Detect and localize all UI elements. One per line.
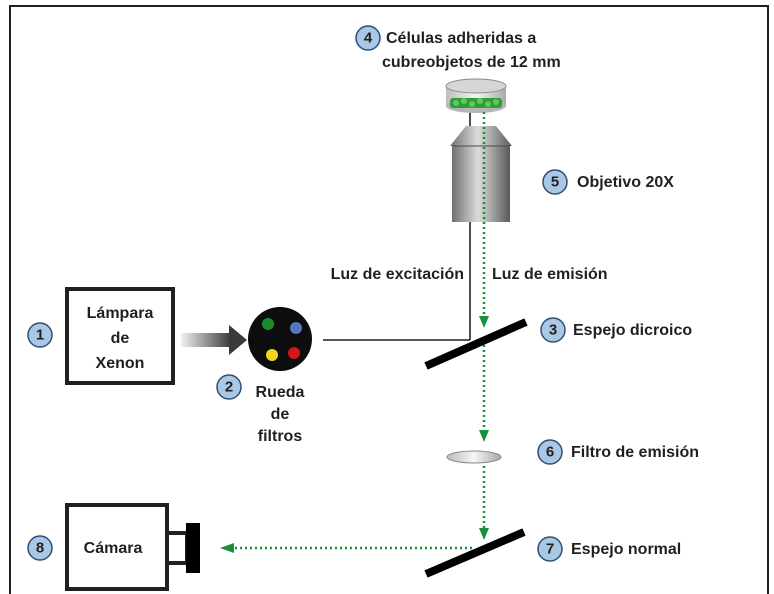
excitation-light-label: Luz de excitación <box>331 266 464 283</box>
dichroic-mirror-label: Espejo dicroico <box>573 322 692 339</box>
filter-dot-yellow <box>266 349 278 361</box>
normal-mirror: Espejo normal <box>424 528 681 578</box>
svg-text:4: 4 <box>364 30 373 47</box>
filter-wheel-label-line-2: de <box>271 406 290 423</box>
svg-text:5: 5 <box>551 174 559 191</box>
badge-7: 7 <box>537 536 563 562</box>
svg-text:3: 3 <box>549 322 557 339</box>
dichroic-mirror: Espejo dicroico <box>424 318 692 370</box>
lamp-output-arrow <box>181 325 247 355</box>
objective-label: Objetivo 20X <box>577 174 674 191</box>
badge-6: 6 <box>537 439 563 465</box>
svg-text:1: 1 <box>36 327 44 344</box>
filter-dot-blue <box>290 322 302 334</box>
camera: Cámara <box>65 503 200 591</box>
filter-wheel: Rueda de filtros <box>248 307 312 445</box>
filter-wheel-label-line-1: Rueda <box>256 384 305 401</box>
xenon-lamp: Lámpara de Xenon <box>65 287 175 385</box>
badge-4: 4 <box>355 25 381 51</box>
filter-dot-red <box>288 347 300 359</box>
badge-2: 2 <box>216 374 242 400</box>
cells-coverslip: Células adheridas a cubreobjetos de 12 m… <box>382 30 561 113</box>
svg-text:6: 6 <box>546 444 554 461</box>
badge-5: 5 <box>542 169 568 195</box>
camera-label: Cámara <box>84 540 143 557</box>
badge-3: 3 <box>540 317 566 343</box>
normal-mirror-label: Espejo normal <box>571 541 681 558</box>
svg-text:7: 7 <box>546 541 554 558</box>
badge-1: 1 <box>27 322 53 348</box>
cells-label-line-1: Células adheridas a <box>386 30 536 47</box>
emission-filter: Filtro de emisión <box>446 444 699 464</box>
cells-label-line-2: cubreobjetos de 12 mm <box>382 54 561 71</box>
objective-lens: Objetivo 20X <box>450 126 674 222</box>
filter-dot-green <box>262 318 274 330</box>
svg-text:2: 2 <box>225 379 233 396</box>
emission-filter-label: Filtro de emisión <box>571 444 699 461</box>
svg-text:8: 8 <box>36 540 44 557</box>
badge-8: 8 <box>27 535 53 561</box>
lamp-label-line-2: de <box>111 330 130 347</box>
emission-light-path: Luz de emisión <box>220 112 608 553</box>
lamp-label-line-3: Xenon <box>96 355 145 372</box>
emission-light-label: Luz de emisión <box>492 266 608 283</box>
lamp-label-line-1: Lámpara <box>87 305 154 322</box>
frame-border <box>9 5 769 594</box>
filter-wheel-label-line-3: filtros <box>258 428 303 445</box>
